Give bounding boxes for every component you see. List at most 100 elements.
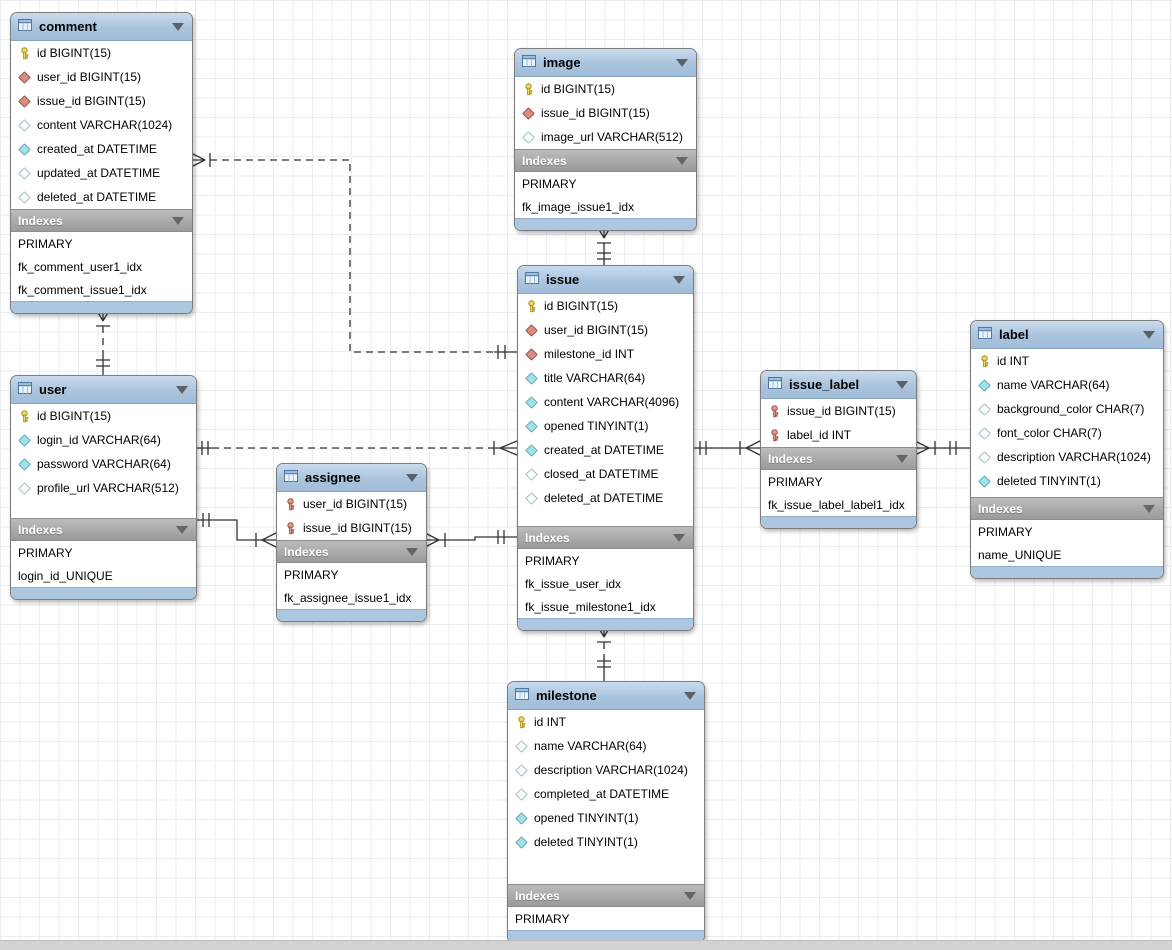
index-row[interactable]: PRIMARY [971, 520, 1163, 543]
collapse-arrow-icon[interactable] [896, 454, 908, 463]
collapse-arrow-icon[interactable] [172, 22, 184, 31]
column-row[interactable]: title VARCHAR(64) [518, 366, 693, 390]
indexes-bar[interactable]: Indexes [11, 518, 196, 541]
column-row[interactable]: password VARCHAR(64) [11, 452, 196, 476]
column-row[interactable]: created_at DATETIME [11, 137, 192, 161]
horizontal-scrollbar[interactable] [0, 940, 1172, 950]
index-row[interactable]: fk_comment_issue1_idx [11, 278, 192, 301]
index-row[interactable]: PRIMARY [761, 470, 916, 493]
collapse-arrow-icon[interactable] [684, 691, 696, 700]
column-row[interactable]: login_id VARCHAR(64) [11, 428, 196, 452]
collapse-arrow-icon[interactable] [1143, 504, 1155, 513]
primary-key-icon [514, 715, 529, 729]
column-row[interactable]: completed_at DATETIME [508, 782, 704, 806]
column-row[interactable]: id INT [508, 710, 704, 734]
column-row[interactable]: id INT [971, 349, 1163, 373]
collapse-arrow-icon[interactable] [176, 385, 188, 394]
column-row[interactable]: content VARCHAR(1024) [11, 113, 192, 137]
index-row[interactable]: name_UNIQUE [971, 543, 1163, 566]
column-row[interactable]: id BIGINT(15) [11, 404, 196, 428]
table-header[interactable]: user [11, 376, 196, 404]
index-text: PRIMARY [768, 474, 823, 489]
index-row[interactable]: PRIMARY [11, 541, 196, 564]
column-row[interactable]: image_url VARCHAR(512) [515, 125, 696, 149]
collapse-arrow-icon[interactable] [673, 533, 685, 542]
column-row[interactable]: user_id BIGINT(15) [277, 492, 426, 516]
collapse-arrow-icon[interactable] [684, 891, 696, 900]
column-row[interactable]: id BIGINT(15) [11, 41, 192, 65]
column-row[interactable]: deleted TINYINT(1) [508, 830, 704, 854]
index-row[interactable]: login_id_UNIQUE [11, 564, 196, 587]
table-header[interactable]: milestone [508, 682, 704, 710]
indexes-bar[interactable]: Indexes [971, 497, 1163, 520]
table-comment[interactable]: comment id BIGINT(15)user_id BIGINT(15)i… [10, 12, 193, 314]
index-row[interactable]: fk_issue_milestone1_idx [518, 595, 693, 618]
column-row[interactable]: description VARCHAR(1024) [508, 758, 704, 782]
index-row[interactable]: fk_comment_user1_idx [11, 255, 192, 278]
collapse-arrow-icon[interactable] [676, 156, 688, 165]
indexes-bar[interactable]: Indexes [518, 526, 693, 549]
column-row[interactable]: opened TINYINT(1) [518, 414, 693, 438]
collapse-arrow-icon[interactable] [176, 525, 188, 534]
table-image[interactable]: image id BIGINT(15)issue_id BIGINT(15)im… [514, 48, 697, 231]
collapse-arrow-icon[interactable] [1143, 330, 1155, 339]
index-row[interactable]: fk_image_issue1_idx [515, 195, 696, 218]
index-row[interactable]: fk_issue_user_idx [518, 572, 693, 595]
column-row[interactable]: opened TINYINT(1) [508, 806, 704, 830]
collapse-arrow-icon[interactable] [406, 547, 418, 556]
column-row[interactable]: profile_url VARCHAR(512) [11, 476, 196, 500]
table-header[interactable]: issue [518, 266, 693, 294]
collapse-arrow-icon[interactable] [896, 380, 908, 389]
index-row[interactable]: fk_issue_label_label1_idx [761, 493, 916, 516]
index-row[interactable]: PRIMARY [508, 907, 704, 930]
table-header[interactable]: comment [11, 13, 192, 41]
column-row[interactable]: description VARCHAR(1024) [971, 445, 1163, 469]
column-row[interactable]: milestone_id INT [518, 342, 693, 366]
index-row[interactable]: PRIMARY [277, 563, 426, 586]
table-header[interactable]: issue_label [761, 371, 916, 399]
column-row[interactable]: user_id BIGINT(15) [11, 65, 192, 89]
index-row[interactable]: fk_assignee_issue1_idx [277, 586, 426, 609]
column-row[interactable]: issue_id BIGINT(15) [761, 399, 916, 423]
indexes-bar[interactable]: Indexes [11, 209, 192, 232]
column-text: title VARCHAR(64) [544, 371, 646, 385]
indexes-bar[interactable]: Indexes [515, 149, 696, 172]
index-row[interactable]: PRIMARY [11, 232, 192, 255]
column-row[interactable]: id BIGINT(15) [515, 77, 696, 101]
column-row[interactable]: updated_at DATETIME [11, 161, 192, 185]
collapse-arrow-icon[interactable] [172, 216, 184, 225]
collapse-arrow-icon[interactable] [673, 275, 685, 284]
column-row[interactable]: created_at DATETIME [518, 438, 693, 462]
table-header[interactable]: label [971, 321, 1163, 349]
column-row[interactable]: background_color CHAR(7) [971, 397, 1163, 421]
table-issue[interactable]: issue id BIGINT(15)user_id BIGINT(15)mil… [517, 265, 694, 631]
table-header[interactable]: image [515, 49, 696, 77]
column-row[interactable]: name VARCHAR(64) [971, 373, 1163, 397]
table-issue_label[interactable]: issue_label issue_id BIGINT(15)label_id … [760, 370, 917, 529]
column-row[interactable]: issue_id BIGINT(15) [277, 516, 426, 540]
column-row[interactable]: deleted_at DATETIME [518, 486, 693, 510]
index-row[interactable]: PRIMARY [515, 172, 696, 195]
column-row[interactable]: id BIGINT(15) [518, 294, 693, 318]
table-user[interactable]: user id BIGINT(15)login_id VARCHAR(64)pa… [10, 375, 197, 600]
indexes-bar[interactable]: Indexes [508, 884, 704, 907]
indexes-bar[interactable]: Indexes [761, 447, 916, 470]
column-row[interactable]: content VARCHAR(4096) [518, 390, 693, 414]
table-header[interactable]: assignee [277, 464, 426, 492]
column-row[interactable]: closed_at DATETIME [518, 462, 693, 486]
column-row[interactable]: label_id INT [761, 423, 916, 447]
column-row[interactable]: user_id BIGINT(15) [518, 318, 693, 342]
index-row[interactable]: PRIMARY [518, 549, 693, 572]
column-row[interactable]: issue_id BIGINT(15) [515, 101, 696, 125]
table-assignee[interactable]: assignee user_id BIGINT(15)issue_id BIGI… [276, 463, 427, 622]
column-row[interactable]: deleted TINYINT(1) [971, 469, 1163, 493]
column-row[interactable]: font_color CHAR(7) [971, 421, 1163, 445]
column-row[interactable]: name VARCHAR(64) [508, 734, 704, 758]
column-row[interactable]: issue_id BIGINT(15) [11, 89, 192, 113]
indexes-bar[interactable]: Indexes [277, 540, 426, 563]
collapse-arrow-icon[interactable] [676, 58, 688, 67]
column-row[interactable]: deleted_at DATETIME [11, 185, 192, 209]
collapse-arrow-icon[interactable] [406, 473, 418, 482]
